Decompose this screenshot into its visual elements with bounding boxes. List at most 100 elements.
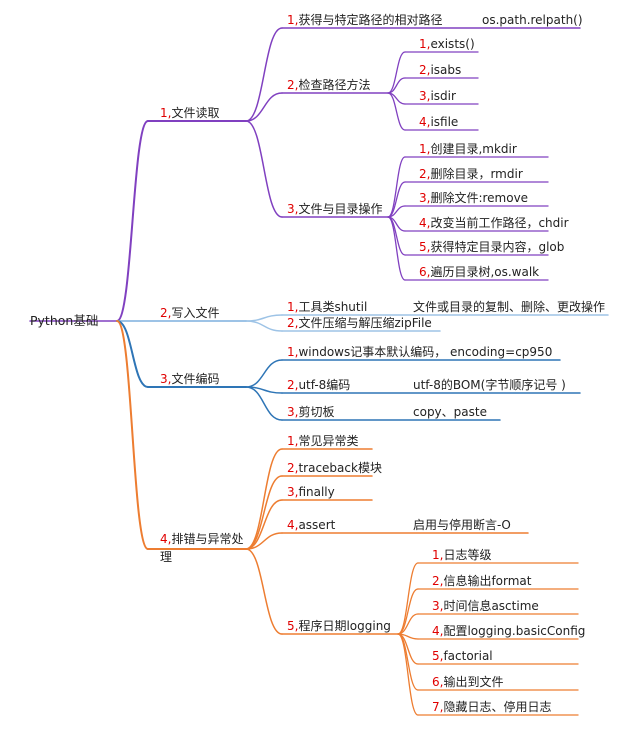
node-text: 输出到文件 — [443, 674, 503, 689]
leaf-label[interactable]: 2,信息输出format — [432, 573, 532, 588]
node-text: 获得与特定路径的相对路径 — [298, 12, 442, 27]
node-number: 1, — [419, 142, 430, 156]
leaf-label[interactable]: 3,时间信息asctime — [432, 598, 539, 613]
leaf-label[interactable]: 5,获得特定目录内容，glob — [419, 239, 564, 254]
node-number: 3, — [287, 485, 298, 499]
node-number: 4, — [160, 532, 171, 546]
leaf-label[interactable]: 2,删除目录，rmdir — [419, 166, 523, 181]
node-text: 改变当前工作路径，chdir — [430, 215, 568, 230]
leaf-link — [397, 588, 419, 635]
leaf-label[interactable]: 2,isabs — [419, 63, 461, 77]
leaf-label[interactable]: 1,exists() — [419, 37, 475, 51]
leaf-label[interactable]: 4,配置logging.basicConfig — [432, 624, 585, 638]
node-number: 5, — [419, 240, 430, 254]
leaf-link — [387, 51, 406, 94]
node-number: 1, — [287, 345, 298, 359]
node-number: 2, — [287, 316, 298, 330]
node-number: 3, — [419, 89, 430, 103]
node-number: 7, — [432, 700, 443, 714]
node-number: 6, — [432, 675, 443, 689]
node-number: 3, — [419, 191, 430, 205]
leaf-label[interactable]: 4,改变当前工作路径，chdir — [419, 215, 569, 230]
node-number: 4, — [287, 518, 298, 532]
subbranch-label[interactable]: 2,traceback模块 — [287, 461, 382, 475]
branch-label[interactable]: 1,文件读取 — [160, 105, 219, 120]
leaf-link — [387, 77, 406, 94]
subbranch-label[interactable]: 2,检查路径方法 — [287, 77, 370, 92]
subbranch-note: 启用与停用断言-O — [413, 517, 511, 532]
node-number: 4, — [419, 115, 430, 129]
node-number: 2, — [419, 167, 430, 181]
node-text: traceback模块 — [298, 461, 382, 475]
node-text: 程序日期logging — [298, 618, 390, 633]
node-number: 3, — [287, 202, 298, 216]
node-text: windows记事本默认编码， encoding=cp950 — [298, 344, 552, 359]
subbranch-note: copy、paste — [413, 405, 487, 419]
subbranch-label[interactable]: 1,获得与特定路径的相对路径 — [287, 12, 442, 27]
leaf-label[interactable]: 1,创建目录,mkdir — [419, 142, 517, 156]
node-text: isdir — [430, 89, 456, 103]
node-number: 3, — [287, 405, 298, 419]
subbranch-label[interactable]: 1,windows记事本默认编码， encoding=cp950 — [287, 344, 552, 359]
subbranch-link — [245, 386, 283, 421]
subbranch-label[interactable]: 2,utf-8编码 — [287, 377, 350, 392]
node-text: 文件读取 — [171, 105, 219, 120]
subbranch-label[interactable]: 3,文件与目录操作 — [287, 201, 382, 216]
node-number: 2, — [287, 461, 298, 475]
branch-label[interactable]: 4,排错与异常处 — [160, 532, 243, 546]
subbranch-link — [245, 120, 283, 218]
node-number: 2, — [287, 78, 298, 92]
subbranch-link — [245, 448, 283, 550]
leaf-link — [387, 92, 406, 131]
subbranch-label[interactable]: 2,文件压缩与解压缩zipFile — [287, 315, 432, 330]
node-number: 1, — [287, 434, 298, 448]
subbranch-label[interactable]: 1,工具类shutil — [287, 300, 367, 314]
node-text: 删除目录，rmdir — [430, 166, 522, 181]
subbranch-link — [245, 92, 283, 122]
subbranch-link — [245, 359, 283, 388]
node-text: finally — [298, 485, 334, 499]
leaf-link — [397, 613, 419, 635]
node-text: utf-8编码 — [298, 377, 350, 392]
subbranch-note: 文件或目录的复制、删除、更改操作 — [413, 299, 605, 314]
leaf-link — [387, 156, 406, 218]
node-number: 1, — [419, 37, 430, 51]
node-text: 删除文件:remove — [430, 190, 528, 205]
leaf-link — [397, 633, 419, 691]
node-text: 工具类shutil — [298, 300, 367, 314]
leaf-link — [387, 181, 406, 218]
node-text: exists() — [430, 37, 474, 51]
leaf-label[interactable]: 6,输出到文件 — [432, 674, 503, 689]
node-text: 排错与异常处 — [171, 532, 243, 546]
node-text: 检查路径方法 — [298, 77, 370, 92]
leaf-label[interactable]: 5,factorial — [432, 649, 493, 663]
node-number: 1, — [432, 548, 443, 562]
leaf-label[interactable]: 3,删除文件:remove — [419, 190, 528, 205]
node-text: 遍历目录树,os.walk — [430, 264, 539, 279]
node-number: 5, — [432, 649, 443, 663]
branch-label[interactable]: 3,文件编码 — [160, 371, 219, 386]
root-node[interactable]: Python基础 — [30, 313, 98, 328]
node-number: 1, — [287, 13, 298, 27]
subbranch-note: os.path.relpath() — [482, 13, 583, 27]
subbranch-label[interactable]: 5,程序日期logging — [287, 618, 391, 633]
branch-label[interactable]: 2,写入文件 — [160, 305, 219, 320]
subbranch-label[interactable]: 3,剪切板 — [287, 404, 334, 419]
leaf-label[interactable]: 1,日志等级 — [432, 548, 491, 562]
leaf-label[interactable]: 3,isdir — [419, 89, 456, 103]
leaf-label[interactable]: 7,隐藏日志、停用日志 — [432, 699, 551, 714]
node-number: 1, — [287, 300, 298, 314]
node-text: 文件与目录操作 — [298, 201, 382, 216]
node-number: 4, — [432, 624, 443, 638]
leaf-label[interactable]: 6,遍历目录树,os.walk — [419, 264, 539, 279]
subbranch-label[interactable]: 3,finally — [287, 485, 335, 499]
leaf-label[interactable]: 4,isfile — [419, 115, 458, 129]
node-text: 配置logging.basicConfig — [443, 624, 585, 638]
subbranch-label[interactable]: 4,assert — [287, 518, 336, 532]
node-text: 信息输出format — [443, 573, 531, 588]
node-number: 5, — [287, 619, 298, 633]
subbranch-label[interactable]: 1,常见异常类 — [287, 434, 358, 448]
